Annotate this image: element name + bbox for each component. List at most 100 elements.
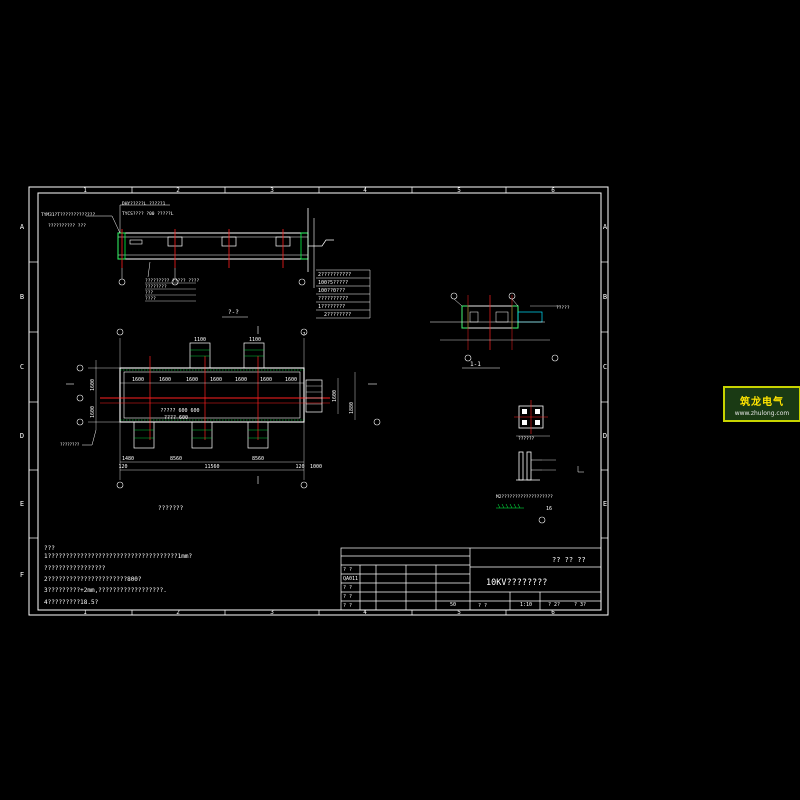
col-label-5-bottom: 5	[457, 609, 461, 616]
col-dividers	[131, 187, 507, 615]
small-section-dim: ?????	[556, 305, 570, 311]
plan-dim-left-2: 120	[295, 464, 304, 470]
plan-dim-top-1: 1100	[194, 337, 206, 343]
notes-heading: ???	[44, 545, 55, 552]
top-leader-top-1: DHY?????L ?????1	[122, 201, 166, 207]
notes-line-6: 2????????	[324, 312, 351, 318]
tb-footer-4: ? 3?	[574, 602, 586, 608]
watermark-brand: 筑龙电气	[740, 397, 784, 408]
notes-line-d: 3?????????+2mm,??????????????????.	[44, 587, 167, 594]
plan-dim-side-r2: 1880	[349, 402, 355, 414]
notes-line-a: 1????????????????????????????????????1mm…	[44, 553, 192, 560]
detail-note: M2???????????????????	[496, 494, 553, 500]
plan-dim-left-1: 120	[118, 464, 127, 470]
col-label-4: 4	[363, 187, 367, 194]
tb-code: ?? ?? ??	[552, 556, 586, 564]
plan-dim-bottom-2: 8560	[170, 456, 182, 462]
plan-dim-bottom-1: 1480	[122, 456, 134, 462]
row-label-b: B	[20, 293, 24, 301]
notes-line-4: ??????????	[318, 296, 348, 302]
row-label-c-right: C	[603, 363, 607, 371]
top-leader-top-2: TYCS???? ?00 ?????L	[122, 211, 174, 217]
plan-dim-mid-2: 1600	[159, 377, 171, 383]
tb-drawing-no: QA011	[343, 576, 358, 582]
detail-label: ??????	[518, 436, 535, 442]
col-label-4-bottom: 4	[363, 609, 367, 616]
notes-line-3: 100??0???	[318, 288, 345, 294]
row-label-b-right: B	[603, 293, 607, 301]
title-block	[340, 547, 602, 611]
tb-sheet: 50	[450, 602, 456, 608]
plan-caption: ???????	[158, 505, 184, 512]
plan-dim-mid-7: 1600	[285, 377, 297, 383]
col-label-6-bottom: 6	[551, 609, 555, 616]
top-leader-left-2: ?????????? ???	[48, 223, 86, 229]
plan-dim-total: 11560	[204, 464, 219, 470]
plan-dim-left-3: 1600	[90, 379, 96, 391]
inner-frame	[37, 192, 602, 611]
row-label-d-right: D	[603, 432, 607, 440]
row-dividers	[29, 261, 608, 539]
plan-dim-left-4: 1600	[90, 406, 96, 418]
top-leader-left-1: TYM31?T?????????????	[41, 212, 95, 218]
tb-mark-4: ? ?	[343, 603, 352, 609]
top-legend-2: ????????	[145, 284, 167, 290]
top-section-title: ?-?	[228, 309, 239, 316]
detail-part	[496, 400, 584, 524]
col-label-6: 6	[551, 187, 555, 194]
plan-dim-mid-6: 1600	[260, 377, 272, 383]
plan-dim-mid-3: 1600	[186, 377, 198, 383]
top-legend-3: ???	[145, 290, 153, 296]
tb-footer-2: 1:10	[520, 602, 532, 608]
plan-dim-mid-1: 1600	[132, 377, 144, 383]
notes-line-c: 2??????????????????????800?	[44, 576, 142, 583]
watermark-url: www.zhulong.com	[734, 410, 790, 417]
row-label-f: F	[20, 571, 24, 579]
col-label-1-bottom: 1	[83, 609, 87, 616]
plan-dim-right: 1000	[310, 464, 322, 470]
col-label-3-bottom: 3	[270, 609, 274, 616]
row-label-c: C	[20, 363, 24, 371]
outer-frame	[28, 186, 609, 616]
watermark-logo: 筑龙电气 www.zhulong.com	[723, 386, 800, 422]
top-legend-1: ????????? ????? ????	[145, 278, 199, 284]
plan-dim-mid-5: 1600	[235, 377, 247, 383]
section-top	[86, 204, 334, 288]
row-label-e-right: E	[603, 500, 607, 508]
notes-box	[316, 269, 371, 319]
col-label-1: 1	[83, 187, 87, 194]
col-label-2: 2	[176, 187, 180, 194]
plan-tag: ?	[302, 332, 305, 338]
notes-line-2: 100?5?????	[318, 280, 348, 286]
col-label-2-bottom: 2	[176, 609, 180, 616]
plan-dim-mid-4: 1600	[210, 377, 222, 383]
tb-mark-2: ? ?	[343, 585, 352, 591]
tb-footer-3: ? 2?	[548, 602, 560, 608]
col-label-5: 5	[457, 187, 461, 194]
plan-dim-top-2: 1100	[249, 337, 261, 343]
notes-line-1: 2??????????	[318, 272, 351, 278]
row-label-a-right: A	[603, 223, 608, 231]
plan-dim-inner: ????? 600 600	[160, 408, 199, 414]
plan-dim-bottom-3: 8560	[252, 456, 264, 462]
tb-mark-1: ? ?	[343, 567, 352, 573]
detail-tag: 16	[546, 506, 552, 512]
notes-line-e: 4?????????18.5?	[44, 599, 99, 606]
section-small	[430, 292, 560, 369]
notes-line-b: ?????????????????	[44, 565, 106, 572]
top-legend-4: ????	[145, 296, 156, 302]
plan-dim-side-r: 1600	[332, 390, 338, 402]
plan-leader-note: ????????	[60, 442, 80, 447]
notes-line-5: 1????????	[318, 304, 345, 310]
tb-project: 10KV????????	[486, 578, 547, 588]
row-label-a: A	[20, 223, 25, 231]
small-section-title: 1-1	[470, 361, 481, 368]
tb-footer-1: ? ?	[478, 603, 487, 609]
tb-mark-3: ? ?	[343, 594, 352, 600]
plan-view	[66, 326, 381, 489]
row-label-d: D	[20, 432, 24, 440]
col-label-3: 3	[270, 187, 274, 194]
row-label-e: E	[20, 500, 24, 508]
plan-dim-inner-2: ???? 600	[164, 415, 188, 421]
